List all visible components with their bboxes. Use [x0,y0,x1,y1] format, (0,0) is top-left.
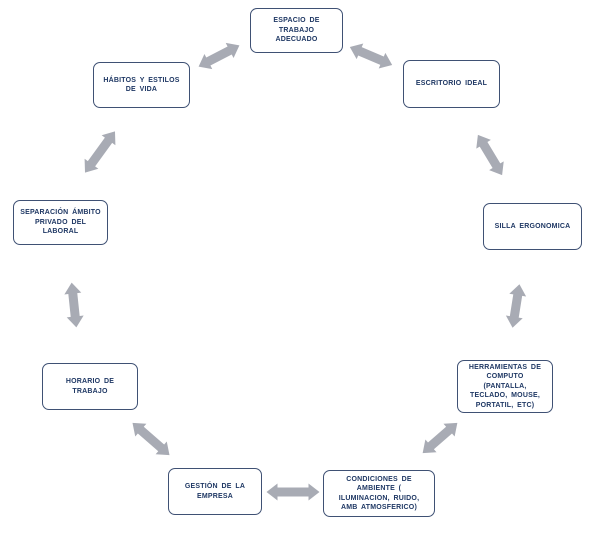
node-separacion-ambito-privado: SEPARACIÓN ÁMBITO PRIVADO DEL LABORAL [13,200,108,245]
double-arrow-separacion-horario [64,282,84,328]
node-condiciones-de-ambiente: CONDICIONES DE AMBIENTE ( ILUMINACION, R… [323,470,435,517]
double-arrow-espacio-escritorio [349,43,393,69]
double-arrow-habitos-espacio [198,42,240,70]
double-arrow-horario-gestion [132,422,170,456]
node-gestion-de-la-empresa: GESTIÓN DE LA EMPRESA [168,468,262,515]
node-silla-ergonomica: SILLA ERGONOMICA [483,203,582,250]
node-escritorio-ideal: ESCRITORIO IDEAL [403,60,500,108]
node-habitos-y-estilos-de-vida: HÁBITOS Y ESTILOS DE VIDA [93,62,190,108]
double-arrow-herramientas-condiciones [422,422,458,454]
double-arrow-silla-herramientas [505,284,527,328]
double-arrow-escritorio-silla [476,134,504,176]
double-arrow-gestion-condiciones [266,483,320,501]
double-arrow-separacion-habitos [84,131,116,173]
node-espacio-de-trabajo-adecuado: ESPACIO DE TRABAJO ADECUADO [250,8,343,53]
node-horario-de-trabajo: HORARIO DE TRABAJO [42,363,138,410]
node-herramientas-de-computo: HERRAMIENTAS DE COMPUTO (PANTALLA, TECLA… [457,360,553,413]
